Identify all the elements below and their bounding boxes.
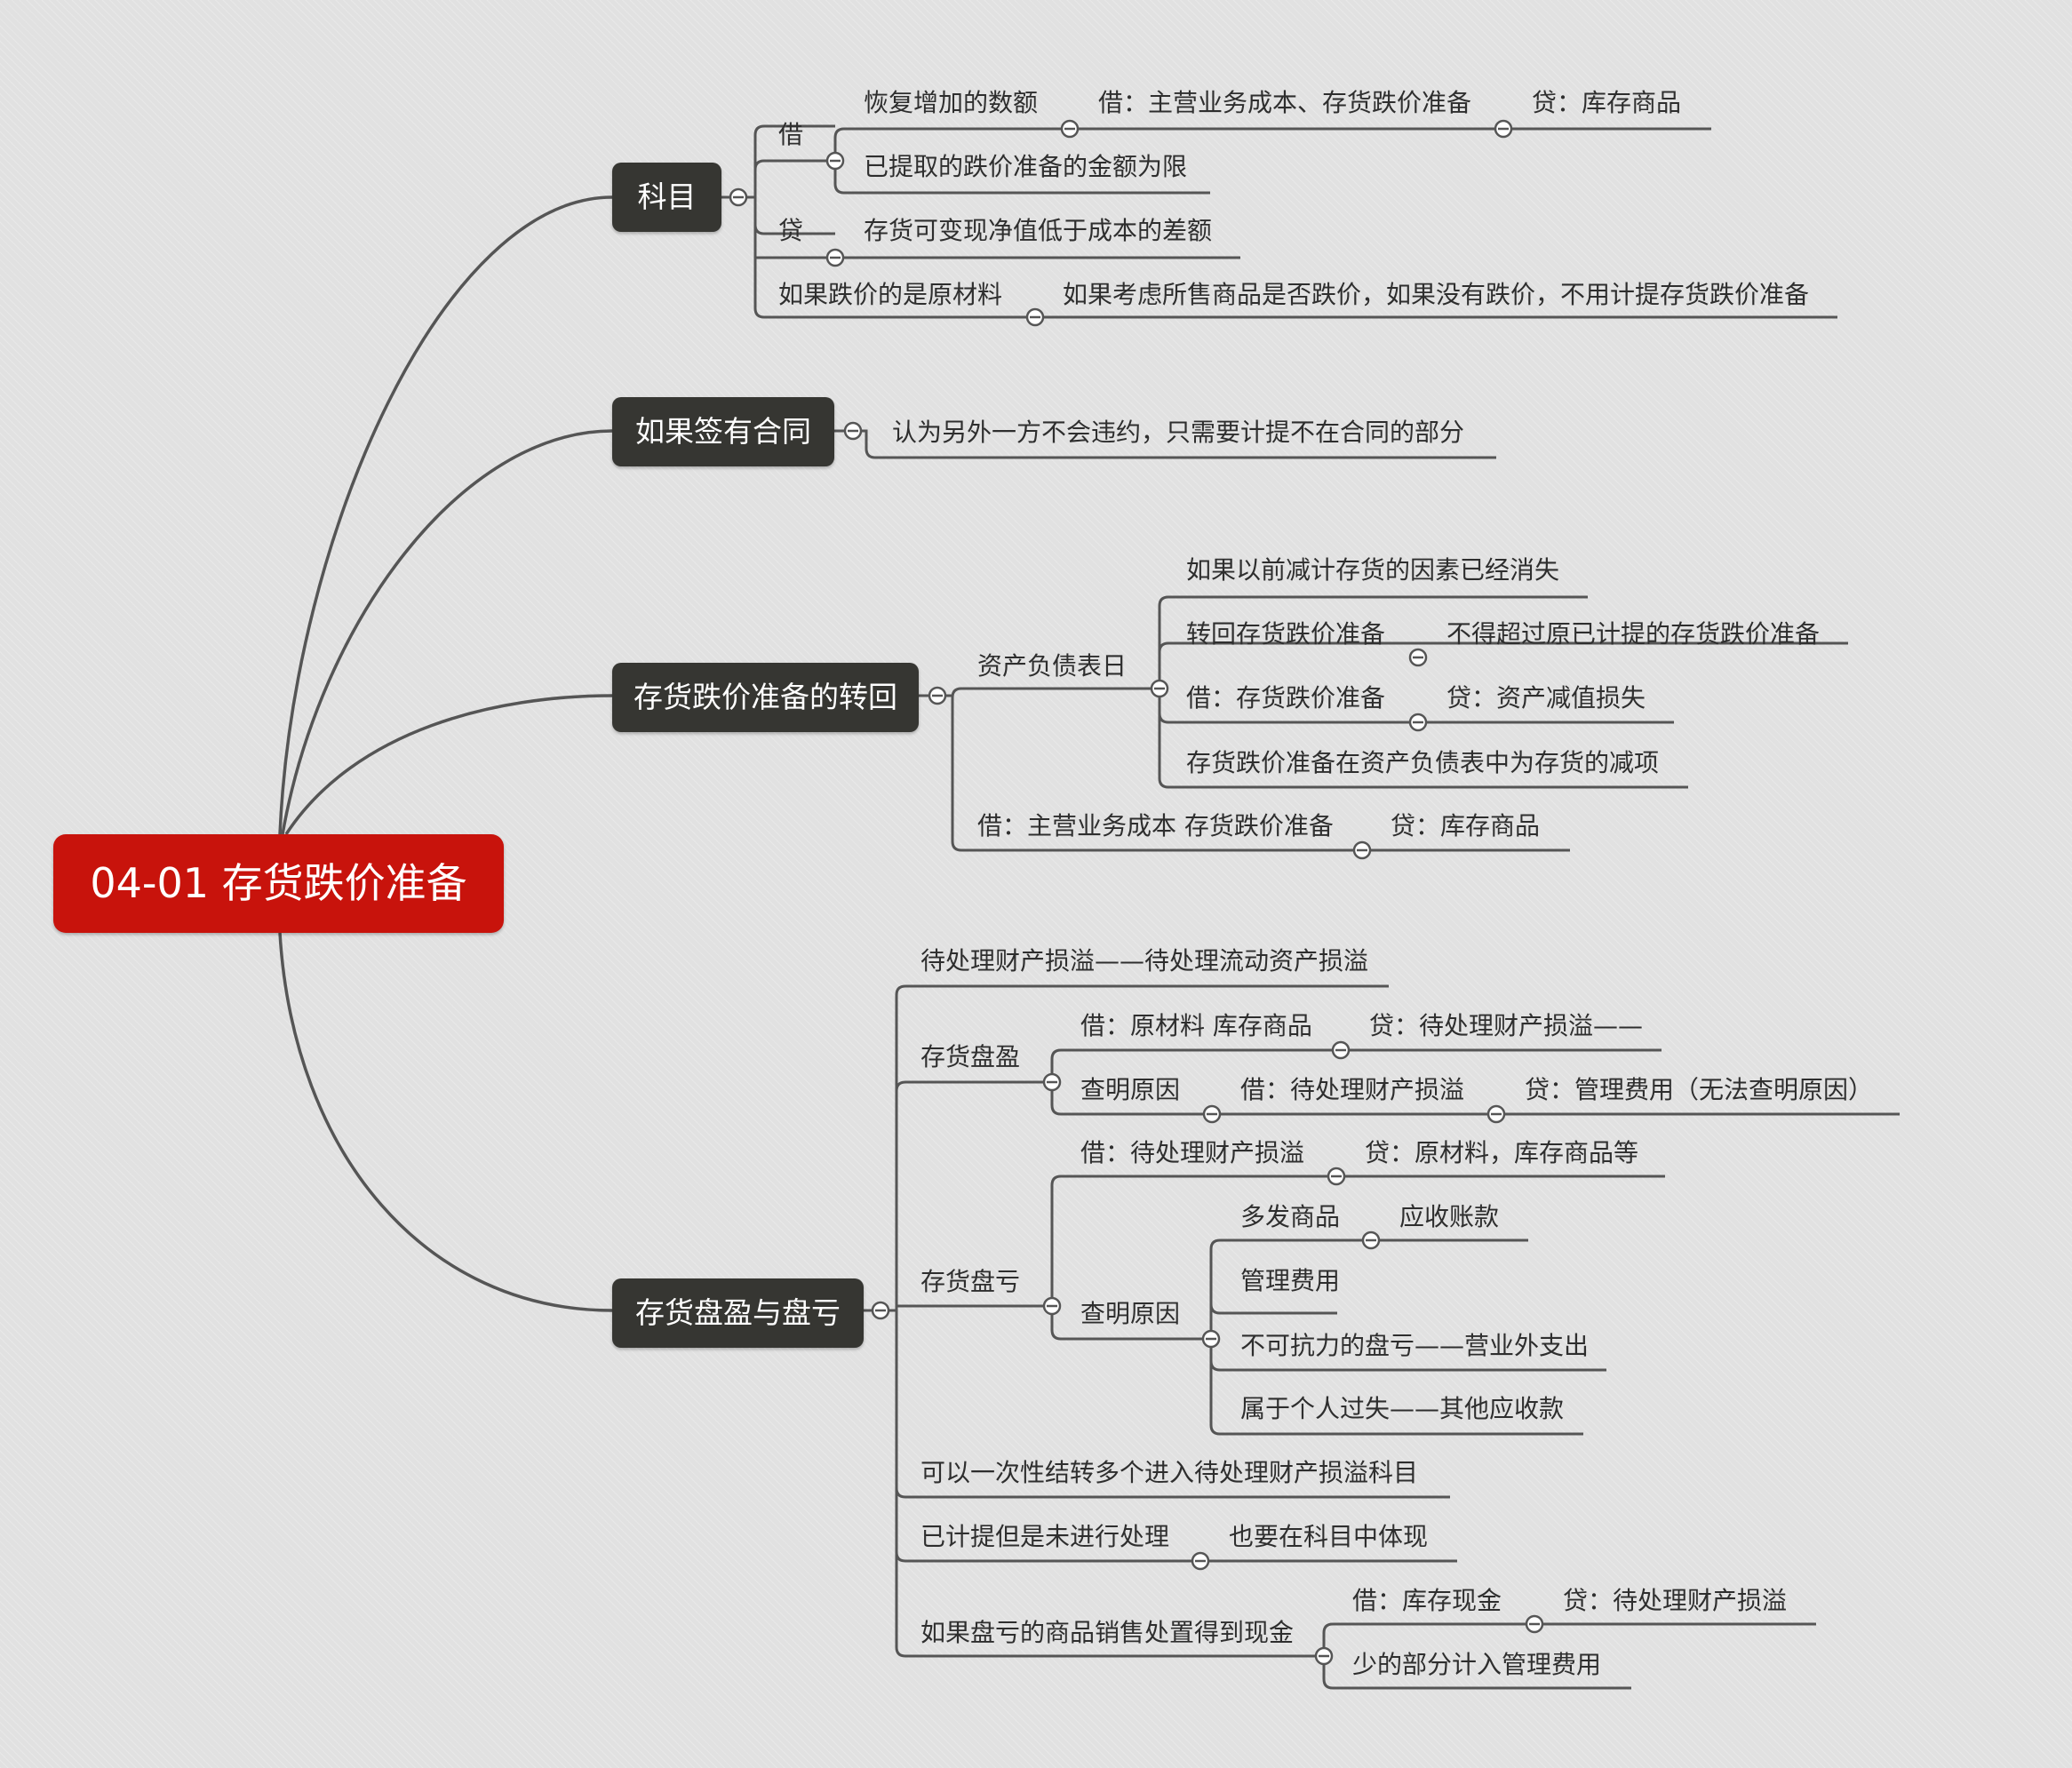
zhuanhui-zcfz-1[interactable]: 如果以前减计存货的因素已经消失 [1186,555,1560,585]
panying-item-6-2[interactable]: 少的部分计入管理费用 [1352,1650,1602,1679]
collapse-hetong-icon [843,421,863,441]
collapse-yuancailiao-icon [1025,307,1045,327]
collapse-zcfz2-icon [1408,648,1428,667]
collapse-kemu-icon [729,187,748,207]
collapse-jie-icon [825,151,845,171]
panying-ying-1-a[interactable]: 贷：待处理财产损溢—— [1369,1011,1644,1040]
zhuanhui-zcfz[interactable]: 资产负债表日 [977,651,1128,681]
zhuanhui-zcfz-2-a[interactable]: 不得超过原已计提的存货跌价准备 [1446,619,1821,649]
panying-kui-2-1-a[interactable]: 应收账款 [1399,1202,1500,1231]
collapse-ying2-icon [1202,1104,1222,1124]
panying-ying-2-b[interactable]: 贷：管理费用（无法查明原因） [1525,1075,1874,1104]
hetong-item-1[interactable]: 认为另外一方不会违约，只需要计提不在合同的部分 [892,418,1465,447]
collapse-item6-icon [1314,1646,1334,1666]
zhuanhui-zcfz-4[interactable]: 存货跌价准备在资产负债表中为存货的减项 [1186,748,1660,777]
kemu-jie-1[interactable]: 恢复增加的数额 [864,88,1039,117]
panying-ying[interactable]: 存货盘盈 [920,1042,1021,1071]
panying-item-1[interactable]: 待处理财产损溢——待处理流动资产损溢 [920,946,1369,976]
collapse-zh-jie-icon [1352,840,1372,860]
kemu-yuancailiao-1[interactable]: 如果考虑所售商品是否跌价，如果没有跌价，不用计提存货跌价准备 [1063,280,1810,309]
panying-item-5-a[interactable]: 也要在科目中体现 [1229,1522,1429,1551]
panying-kui-2[interactable]: 查明原因 [1080,1299,1181,1328]
panying-ying-1[interactable]: 借：原材料 库存商品 [1080,1011,1312,1040]
collapse-kui1-icon [1327,1167,1346,1186]
collapse-dai-icon [825,248,845,267]
panying-item-6-1[interactable]: 借：库存现金 [1352,1586,1502,1615]
collapse-buttons [729,119,1544,1666]
collapse-jie1a-icon [1494,119,1513,139]
collapse-jie1-icon [1060,119,1080,139]
zhuanhui-jie-a[interactable]: 贷：库存商品 [1391,811,1541,840]
zhuanhui-zcfz-3[interactable]: 借：存货跌价准备 [1186,683,1386,713]
collapse-ying-icon [1042,1072,1062,1092]
collapse-item61-icon [1525,1614,1544,1634]
kemu-jie-2[interactable]: 已提取的跌价准备的金额为限 [864,152,1188,181]
panying-item-6-1-a[interactable]: 贷：待处理财产损溢 [1563,1586,1788,1615]
branch-panying[interactable]: 存货盘盈与盘亏 [612,1278,864,1348]
collapse-ying2a-icon [1486,1104,1506,1124]
panying-kui-2-2[interactable]: 管理费用 [1240,1266,1341,1295]
branch-hetong[interactable]: 如果签有合同 [612,397,834,466]
panying-kui[interactable]: 存货盘亏 [920,1267,1021,1296]
zhuanhui-jie[interactable]: 借：主营业务成本 存货跌价准备 [977,811,1334,840]
branch-kemu[interactable]: 科目 [612,163,721,232]
panying-item-6[interactable]: 如果盘亏的商品销售处置得到现金 [920,1618,1295,1647]
panying-item-5[interactable]: 已计提但是未进行处理 [920,1522,1170,1551]
kemu-jie-1-b[interactable]: 贷：库存商品 [1532,88,1682,117]
panying-ying-2-a[interactable]: 借：待处理财产损溢 [1240,1075,1465,1104]
panying-kui-1[interactable]: 借：待处理财产损溢 [1080,1138,1305,1167]
root-topic[interactable]: 04-01 存货跌价准备 [53,834,504,933]
collapse-panying-icon [871,1301,890,1320]
collapse-ying1-icon [1331,1040,1351,1060]
zhuanhui-zcfz-3-a[interactable]: 贷：资产减值损失 [1446,683,1646,713]
panying-kui-1-a[interactable]: 贷：原材料，库存商品等 [1365,1138,1639,1167]
collapse-zcfz-icon [1150,679,1169,698]
kemu-dai-1[interactable]: 存货可变现净值低于成本的差额 [864,216,1213,245]
collapse-zcfz3-icon [1408,713,1428,732]
collapse-item5-icon [1191,1551,1210,1571]
panying-kui-2-1[interactable]: 多发商品 [1240,1202,1341,1231]
collapse-kui21-icon [1361,1230,1381,1250]
collapse-zhuanhui-icon [928,686,947,705]
panying-ying-2[interactable]: 查明原因 [1080,1075,1181,1104]
zhuanhui-zcfz-2[interactable]: 转回存货跌价准备 [1186,619,1386,649]
kemu-jie-1-a[interactable]: 借：主营业务成本、存货跌价准备 [1098,88,1472,117]
panying-kui-2-4[interactable]: 属于个人过失——其他应收款 [1240,1394,1565,1423]
kemu-dai[interactable]: 贷 [778,216,804,245]
kemu-jie[interactable]: 借 [778,120,804,149]
branch-zhuanhui[interactable]: 存货跌价准备的转回 [612,663,919,732]
collapse-kui2-icon [1201,1329,1221,1349]
kemu-yuancailiao[interactable]: 如果跌价的是原材料 [778,280,1003,309]
panying-item-4[interactable]: 可以一次性结转多个进入待处理财产损溢科目 [920,1458,1419,1487]
panying-kui-2-3[interactable]: 不可抗力的盘亏——营业外支出 [1240,1331,1590,1360]
collapse-kui-icon [1042,1296,1062,1316]
